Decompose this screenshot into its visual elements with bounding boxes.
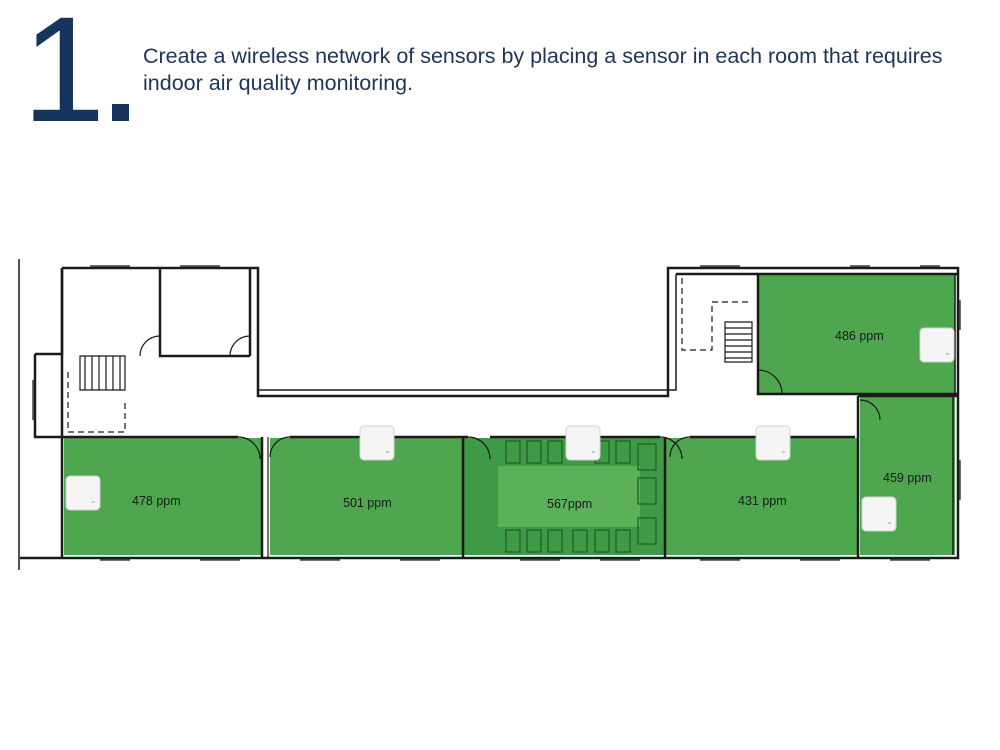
step-number: 1 bbox=[22, 0, 105, 153]
room-5-reading: 459 ppm bbox=[883, 471, 932, 485]
sensor-device-icon bbox=[65, 475, 101, 511]
sensor-device-icon bbox=[565, 425, 601, 461]
room-fills bbox=[64, 274, 955, 555]
room-1-reading: 478 ppm bbox=[132, 494, 181, 508]
conference-chairs bbox=[505, 440, 657, 553]
sensor-device-icon bbox=[919, 327, 955, 363]
window-ticks bbox=[32, 265, 961, 561]
room-6-reading: 486 ppm bbox=[835, 329, 884, 343]
instruction-text: Create a wireless network of sensors by … bbox=[143, 44, 943, 95]
walls bbox=[18, 259, 960, 570]
sensor-device-icon bbox=[359, 425, 395, 461]
sensor-device-icon bbox=[861, 496, 897, 532]
conference-room-reading: 567ppm bbox=[547, 497, 592, 511]
sensor-device-icon bbox=[755, 425, 791, 461]
stairs-left bbox=[67, 355, 126, 433]
stairs-right bbox=[681, 278, 753, 363]
step-number-dot bbox=[112, 104, 129, 121]
room-4-reading: 431 ppm bbox=[738, 494, 787, 508]
room-2-reading: 501 ppm bbox=[343, 496, 392, 510]
room-fill-conference-table bbox=[498, 466, 640, 527]
ppm-readings: 478 ppm 501 ppm 567ppm 431 ppm 459 ppm 4… bbox=[132, 329, 932, 511]
door-swings bbox=[139, 335, 881, 460]
sensors[interactable] bbox=[65, 327, 955, 532]
